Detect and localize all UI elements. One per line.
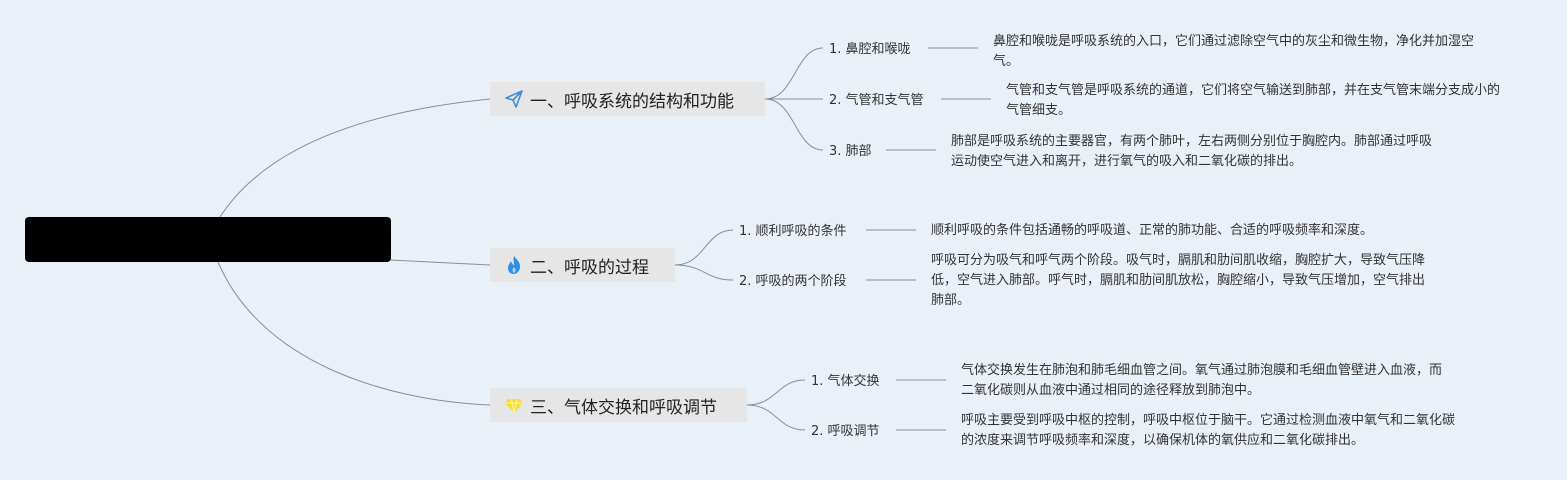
sub-node-gas-exchange[interactable]: 1. 气体交换 [811,374,880,389]
detail-conditions: 顺利呼吸的条件包括通畅的呼吸道、正常的肺功能、合适的呼吸频率和深度。 [931,223,1374,238]
diamond-icon [504,395,524,415]
fire-icon [504,255,524,275]
detail-gas-exchange: 气体交换发生在肺泡和肺毛细血管之间。氧气通过肺泡膜和毛细血管壁进入血液，而二氧化… [961,363,1443,398]
detail-nasal-throat: 鼻腔和喉咙是呼吸系统的入口，它们通过滤除空气中的灰尘和微生物，净化并加湿空气。 [993,34,1475,69]
branch-structure-function[interactable]: 一、呼吸系统的结构和功能 [490,82,765,116]
branch-gas-exchange[interactable]: 三、气体交换和呼吸调节 [490,388,747,422]
branch-breathing-process[interactable]: 二、呼吸的过程 [490,248,675,282]
sub-node-nasal-throat[interactable]: 1. 鼻腔和喉咙 [829,42,911,57]
detail-lungs: 肺部是呼吸系统的主要器官，有两个肺叶，左右两侧分别位于胸腔内。肺部通过呼吸运动使… [951,134,1433,169]
paper-plane-icon [504,89,524,109]
detail-regulation: 呼吸主要受到呼吸中枢的控制，呼吸中枢位于脑干。它通过检测血液中氧气和二氧化碳的浓… [961,413,1456,448]
branch-label: 二、呼吸的过程 [530,257,649,278]
sub-node-trachea[interactable]: 2. 气管和支气管 [829,93,924,108]
root-node[interactable] [25,217,391,262]
sub-node-lungs[interactable]: 3. 肺部 [829,144,872,159]
sub-node-two-stages[interactable]: 2. 呼吸的两个阶段 [739,274,847,289]
detail-two-stages: 呼吸可分为吸气和呼气两个阶段。吸气时，膈肌和肋间肌收缩，胸腔扩大，导致气压降低，… [931,253,1426,308]
branch-label: 一、呼吸系统的结构和功能 [530,91,734,112]
sub-node-conditions[interactable]: 1. 顺利呼吸的条件 [739,224,847,239]
detail-trachea: 气管和支气管是呼吸系统的通道，它们将空气输送到肺部，并在支气管末端分支成小的气管… [1006,83,1501,118]
sub-node-regulation[interactable]: 2. 呼吸调节 [811,424,880,439]
branch-label: 三、气体交换和呼吸调节 [530,397,717,418]
